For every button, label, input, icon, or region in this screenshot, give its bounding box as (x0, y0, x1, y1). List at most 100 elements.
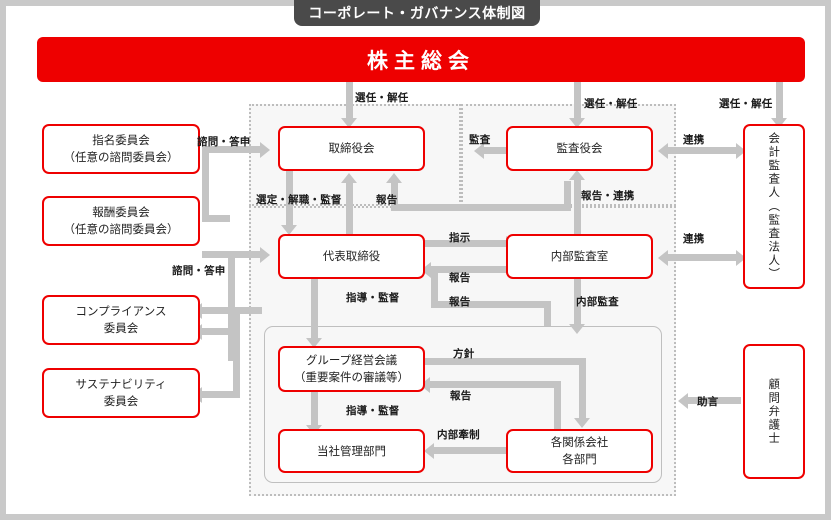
page-title: コーポレート・ガバナンス体制図 (294, 0, 540, 26)
label-instruct: 指示 (449, 232, 471, 244)
arrow-guidance-bottom-line (311, 389, 318, 427)
arrow-report-rep-line (431, 266, 516, 273)
arrow-internal-audit-line (574, 278, 581, 328)
arrow-guidance-top-line (311, 278, 318, 340)
arrow-instruct-line (424, 240, 509, 247)
arrow-report-mid-v (431, 273, 438, 308)
arrow-report-internal-head (386, 173, 402, 183)
arrow-consult-lower-h1 (202, 251, 235, 258)
box-admin-department[interactable]: 当社管理部門 (278, 429, 425, 473)
arrow-report-group-v (554, 381, 561, 434)
nomination-line2: （任意の諮問委員会） (63, 150, 179, 164)
arrow-policy-v (579, 358, 586, 420)
sustainability-line2: 委員会 (103, 394, 139, 408)
group-meeting-line2: （重要案件の審議等） (294, 370, 409, 384)
box-accounting-auditor[interactable]: 会計監査人 （監査法人） (743, 124, 805, 289)
arrow-nomination-line-h1 (202, 146, 262, 153)
label-consult-bottom: 諮問・答申 (172, 265, 226, 277)
label-policy: 方針 (453, 348, 475, 360)
arrow-internal-audit-head (569, 324, 585, 334)
label-appoint-accounting: 選任・解任 (719, 98, 773, 110)
arrow-cooperation-top-line (666, 147, 738, 154)
group-meeting-line1: グループ経営会議 (305, 353, 398, 368)
arrow-report-mid-v2 (544, 301, 551, 326)
box-remuneration-committee[interactable]: 報酬委員会 （任意の諮問委員会） (42, 196, 200, 246)
box-nomination-committee[interactable]: 指名委員会 （任意の諮問委員会） (42, 124, 200, 174)
arrow-advice-head (678, 393, 688, 409)
arrow-advice-line (688, 397, 741, 404)
arrow-report-cooperation-head (569, 170, 585, 180)
arrow-report-board-line (346, 181, 353, 236)
label-select-dismiss-supervise: 選定・解職・監督 (256, 194, 342, 206)
arrow-report-internal-v2 (391, 181, 398, 211)
diagram-canvas: コーポレート・ガバナンス体制図 株主総会 (6, 0, 825, 514)
arrow-internal-control-head-l (424, 443, 434, 459)
box-internal-audit-office[interactable]: 内部監査室 (506, 234, 653, 279)
box-compliance-committee[interactable]: コンプライアンス 委員会 (42, 295, 200, 345)
box-representative-director[interactable]: 代表取締役 (278, 234, 425, 279)
arrow-report-internal-h (391, 204, 571, 211)
arrow-appoint-accounting-line (776, 82, 783, 120)
box-affiliated-companies[interactable]: 各関係会社 各部門 (506, 429, 653, 473)
arrow-cooperation-bottom-line (666, 254, 738, 261)
compliance-line1: コンプライアンス (75, 304, 167, 319)
label-consult-top: 諮問・答申 (197, 136, 251, 148)
remuneration-line1: 報酬委員会 (92, 205, 150, 220)
label-audit: 監査 (469, 134, 491, 146)
label-guidance-supervision-top: 指導・監督 (346, 292, 400, 304)
arrow-select-dismiss-head (281, 225, 297, 235)
box-sustainability-committee[interactable]: サステナビリティ 委員会 (42, 368, 200, 418)
arrow-appoint-board-line (346, 82, 353, 120)
arrow-cooperation-top-head-r (736, 143, 746, 159)
arrow-internal-control-line (432, 447, 510, 454)
arrow-report-group-head (420, 377, 430, 393)
label-cooperation-top: 連携 (683, 134, 705, 146)
label-internal-control: 内部牽制 (437, 429, 480, 441)
arrow-policy-h (418, 358, 586, 365)
arrow-select-dismiss-line (286, 171, 293, 227)
arrow-appoint-board-head (341, 118, 357, 128)
nomination-line1: 指名委員会 (92, 133, 150, 148)
label-report-group: 報告 (450, 390, 472, 402)
box-legal-counsel[interactable]: 顧問弁護士 (743, 344, 805, 479)
arrow-nomination-line-v (202, 146, 209, 221)
arrow-consult-lower-head (260, 247, 270, 263)
compliance-line2: 委員会 (103, 321, 139, 335)
arrow-audit-head (474, 143, 484, 159)
remuneration-line2: （任意の諮問委員会） (63, 222, 179, 236)
box-group-management-meeting[interactable]: グループ経営会議 （重要案件の審議等） (278, 346, 425, 392)
label-internal-audit: 内部監査 (576, 296, 619, 308)
arrow-cooperation-bottom-head-l (658, 250, 668, 266)
arrow-sustainability-v (233, 307, 240, 398)
arrow-appoint-auditboard-head (569, 118, 585, 128)
arrow-report-mid-h (431, 301, 551, 308)
label-report-to-board2: 報告 (449, 296, 471, 308)
arrow-cooperation-top-head-l (658, 143, 668, 159)
arrow-consult-lower-h2 (228, 251, 262, 258)
label-appoint-auditboard: 選任・解任 (584, 98, 638, 110)
accounting-line1: 会計監査人 (767, 132, 782, 200)
box-audit-supervisory-board[interactable]: 監査役会 (506, 126, 653, 171)
arrow-report-rep-head (421, 262, 431, 278)
sustainability-line1: サステナビリティ (75, 377, 167, 392)
label-report-to-rep: 報告 (449, 272, 471, 284)
shareholders-meeting-banner: 株主総会 (37, 37, 805, 82)
affiliates-line2: 各部門 (562, 452, 597, 466)
arrow-policy-head (574, 418, 590, 428)
label-cooperation-bottom: 連携 (683, 233, 705, 245)
label-guidance-supervision-bottom: 指導・監督 (346, 405, 400, 417)
arrow-cooperation-bottom-head-r (736, 250, 746, 266)
box-board-of-directors[interactable]: 取締役会 (278, 126, 425, 171)
accounting-line2: （監査法人） (767, 199, 782, 281)
label-appoint-board: 選任・解任 (355, 92, 409, 104)
arrow-report-cooperation-line (574, 178, 581, 240)
arrow-report-internal-v (564, 181, 571, 211)
arrow-remuneration-line-h (202, 215, 230, 222)
arrow-consult-lower-v (228, 251, 235, 361)
arrow-nomination-head (260, 142, 270, 158)
affiliates-line1: 各関係会社 (550, 435, 609, 450)
label-report-board: 報告 (376, 194, 398, 206)
label-advice: 助言 (697, 396, 719, 408)
arrow-compliance-line-b (202, 328, 237, 335)
label-report-cooperation: 報告・連携 (581, 190, 635, 202)
